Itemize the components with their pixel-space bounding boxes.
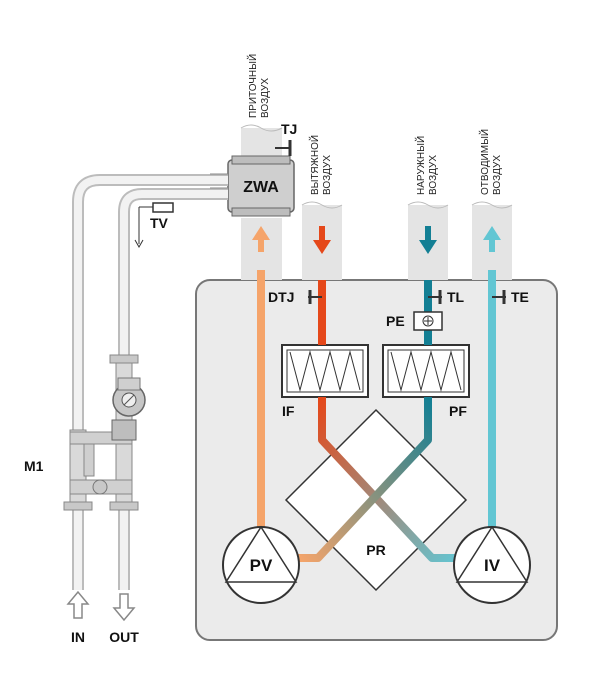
label-tv: TV [150, 215, 169, 231]
duct-label-supply-1: ПРИТОЧНЫЙ [246, 54, 259, 118]
duct-label-outdoor-2: ВОЗДУХ [428, 155, 439, 195]
duct-label-outdoor-1: НАРУЖНЫЙ [414, 136, 427, 195]
in-out-arrows [66, 590, 136, 622]
sensor-pe [413, 311, 443, 331]
pump-group-m1 [63, 354, 146, 511]
label-in: IN [71, 629, 85, 645]
flow-arrows [252, 226, 501, 254]
duct-label-exhaust-2: ВОЗДУХ [492, 155, 503, 195]
label-pr: PR [366, 542, 385, 558]
duct-label-extract-1: ВЫТЯЖНОЙ [308, 135, 321, 195]
duct-label-extract-2: ВОЗДУХ [322, 155, 333, 195]
duct-label-supply-2: ВОЗДУХ [260, 78, 271, 118]
airflow-paths [257, 270, 496, 562]
duct-label-exhaust-1: ОТВОДИМЫЙ [478, 129, 491, 195]
label-m1: M1 [24, 458, 44, 474]
label-pf: PF [449, 403, 467, 419]
label-out: OUT [109, 629, 139, 645]
sensor-tl [428, 290, 442, 304]
tv-sensor [134, 202, 174, 249]
label-pe: PE [386, 313, 405, 329]
fan-iv [453, 525, 531, 604]
label-iv: IV [484, 556, 501, 575]
sensor-te [492, 290, 506, 304]
sensor-tj [275, 140, 292, 156]
label-if: IF [282, 403, 295, 419]
fan-pv [222, 525, 300, 604]
filter-pf [382, 344, 470, 398]
water-pipes [72, 173, 228, 590]
label-tl: TL [447, 289, 465, 305]
sensor-dtj [308, 290, 322, 304]
label-dtj: DTJ [268, 289, 294, 305]
label-pv: PV [250, 556, 273, 575]
label-te: TE [511, 289, 529, 305]
label-zwa: ZWA [243, 179, 279, 196]
filter-if [281, 344, 369, 398]
label-tj: TJ [281, 121, 297, 137]
